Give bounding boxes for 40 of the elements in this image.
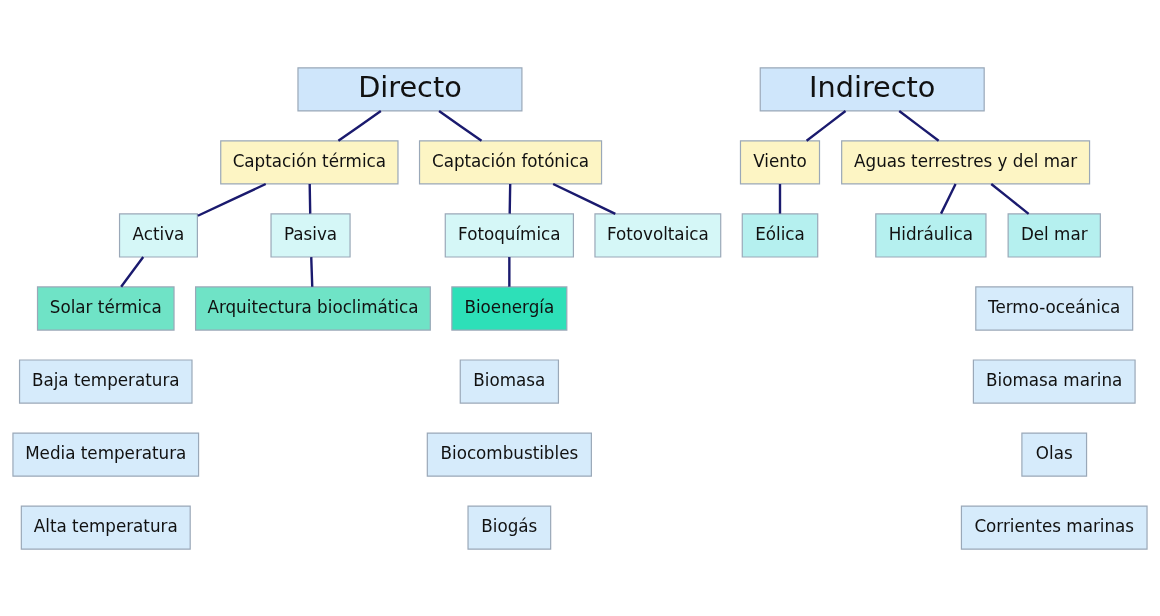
node-box: Aguas terrestres y del mar <box>841 139 1091 185</box>
node-box: Fotovoltaica <box>594 212 722 258</box>
connector <box>308 183 312 214</box>
node-box: Bioenergía <box>451 285 568 331</box>
node-box: Biocombustibles <box>426 431 592 477</box>
node-box: Alta temperatura <box>20 505 191 550</box>
node-box: Corrientes marinas <box>960 505 1148 550</box>
node-box: Biomasa <box>459 358 560 404</box>
connector <box>898 109 940 142</box>
node-box: Eólica <box>741 212 819 258</box>
connector <box>778 183 782 214</box>
connector <box>508 256 511 287</box>
node-box: Termo-oceánica <box>975 285 1134 331</box>
node-box: Solar térmica <box>36 285 175 331</box>
connector <box>120 255 145 287</box>
node-box: Indirecto <box>759 66 985 111</box>
connector <box>508 183 512 214</box>
node-box: Captación térmica <box>220 139 399 185</box>
node-box: Arquitectura bioclimática <box>195 285 431 331</box>
node-box: Olas <box>1021 431 1088 477</box>
node-box: Del mar <box>1007 212 1101 258</box>
node-box: Hidráulica <box>875 212 987 258</box>
node-box: Viento <box>739 139 821 185</box>
node-box: Biogás <box>467 505 552 550</box>
connector <box>552 182 616 215</box>
connector <box>939 183 957 214</box>
node-box: Directo <box>297 66 523 111</box>
node-box: Baja temperatura <box>18 358 193 404</box>
connector <box>310 256 314 287</box>
node-box: Pasiva <box>270 212 351 258</box>
connector <box>990 182 1030 215</box>
connector <box>197 182 267 217</box>
node-box: Activa <box>118 212 198 258</box>
node-box: Fotoquímica <box>444 212 574 258</box>
connector <box>438 109 483 142</box>
node-box: Media temperatura <box>12 431 200 477</box>
node-box: Biomasa marina <box>972 358 1136 404</box>
node-box: Captación fotónica <box>418 139 603 185</box>
connector <box>805 109 847 142</box>
connector <box>337 109 382 142</box>
